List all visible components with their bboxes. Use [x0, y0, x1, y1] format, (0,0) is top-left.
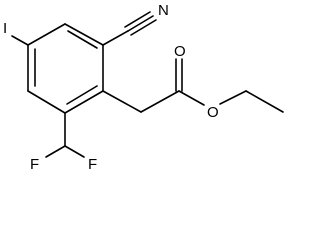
bond-ch2-to-carbonyl — [140, 90, 180, 113]
bond-ring-to-iodine — [11, 35, 29, 46]
benzene-ring — [27, 23, 104, 114]
triple-bond-line-3 — [130, 19, 157, 36]
bond-ring-to-nitrile-carbon — [102, 30, 129, 46]
ether-oxygen-label: O — [207, 104, 219, 121]
nitrogen-atom-label: N — [158, 2, 169, 19]
bond-chf2-to-fluorine-left — [45, 145, 66, 158]
ring-bond-c6-c1 — [27, 23, 66, 46]
nitrile-group: N — [102, 2, 169, 46]
fluorine-right-label: F — [88, 156, 97, 173]
iodine-atom-label: I — [3, 20, 7, 37]
chemical-structure: N I O O F F — [3, 2, 284, 173]
ring-double-bond-inner-top — [67, 30, 98, 49]
acetate-side-chain: O O — [102, 43, 284, 121]
bond-ether-oxygen-to-ch2 — [219, 90, 247, 105]
triple-bond-line-1 — [127, 15, 154, 32]
bond-ring-to-ch2 — [102, 90, 142, 113]
bond-ch2-to-ch3 — [245, 90, 284, 113]
bond-carbonyl-to-ether-oxygen — [178, 90, 205, 106]
ring-bond-c1-c2 — [64, 23, 104, 46]
fluorine-left-label: F — [30, 156, 39, 173]
bond-chf2-to-fluorine-right — [64, 145, 85, 158]
carbonyl-oxygen-label: O — [174, 43, 186, 60]
ring-bond-c4-c5 — [27, 90, 66, 114]
difluoromethyl-group: F F — [30, 112, 97, 173]
ring-double-bond-inner-right — [66, 85, 98, 105]
ring-bond-c3-c4 — [64, 90, 104, 114]
iodo-substituent: I — [3, 20, 29, 46]
triple-bond-line-2 — [124, 11, 151, 28]
